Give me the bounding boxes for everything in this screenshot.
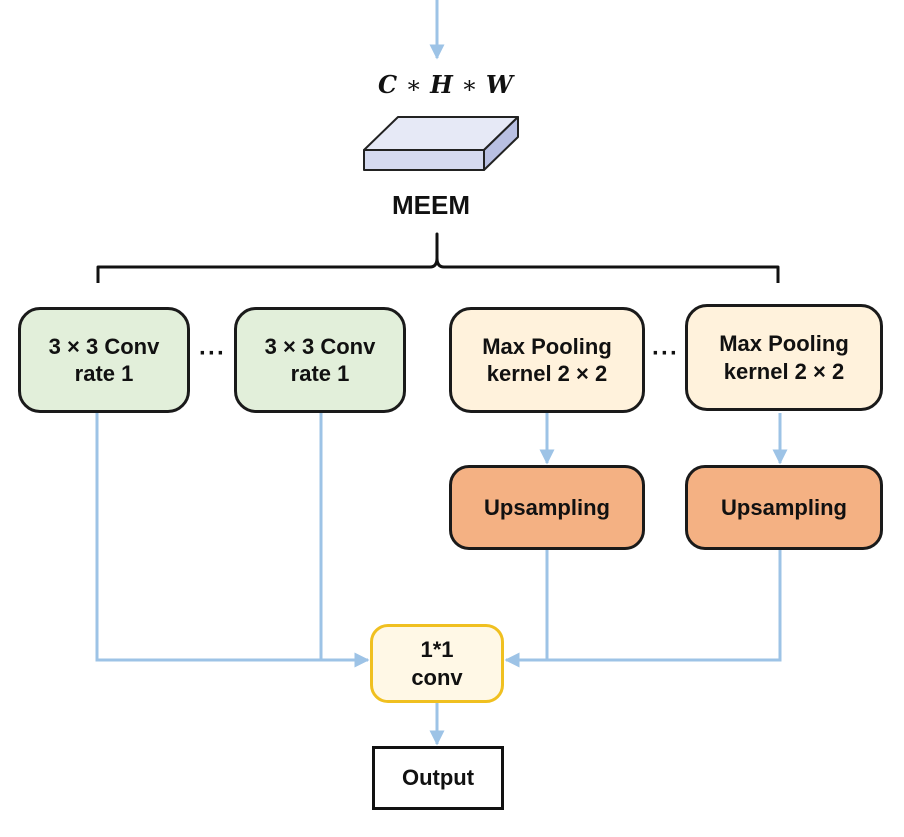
upsample-branch-2: Upsampling — [685, 465, 883, 550]
multiply-symbol: ∗ — [405, 71, 422, 99]
channel-symbol: C — [378, 70, 398, 99]
feature-map-side-face — [483, 116, 519, 171]
module-label: MEEM — [392, 190, 470, 220]
feature-map-front-face — [363, 149, 485, 171]
upsample-branches-to-fusion-arrow — [504, 550, 782, 668]
height-symbol: H — [430, 70, 453, 99]
branch-brace — [96, 232, 780, 283]
width-symbol: W — [485, 70, 513, 99]
conv-branch-2: 3 × 3 Conv rate 1 — [234, 307, 406, 413]
multiply-symbol: ∗ — [461, 71, 478, 99]
output-box: Output — [372, 746, 504, 810]
pool-branch-1: Max Pooling kernel 2 × 2 — [449, 307, 645, 413]
fusion-conv: 1*1 conv — [370, 624, 504, 703]
input-shape-formula: C ∗ H ∗ W — [378, 70, 513, 99]
upsample-branch-1: Upsampling — [449, 465, 645, 550]
pool-branch-2: Max Pooling kernel 2 × 2 — [685, 304, 883, 411]
conv-branches-ellipsis: ··· — [199, 340, 226, 367]
conv-branches-to-fusion-arrow — [95, 413, 370, 668]
pool-branches-ellipsis: ··· — [652, 340, 679, 367]
feature-map-block — [363, 116, 519, 171]
conv-branch-1: 3 × 3 Conv rate 1 — [18, 307, 190, 413]
